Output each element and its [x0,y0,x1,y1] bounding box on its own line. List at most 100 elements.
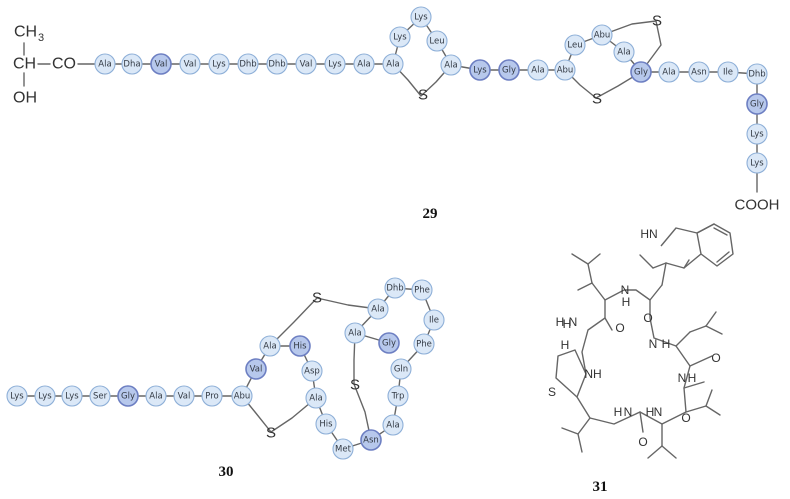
residue-29-10: Ala [353,53,375,75]
skeletal-bond [689,325,707,333]
residue-circle [382,414,404,436]
residue-29-8: Val [295,53,317,75]
residue-29-11: Ala [382,53,404,75]
skeletal-bond [705,389,713,407]
residue-circle [150,53,172,75]
residue-circle [384,277,406,299]
residue-circle [688,61,710,83]
residue-label: Ala [149,392,162,402]
residue-29-30: Lys [746,152,768,174]
residue-label: Leu [429,37,444,47]
sulfur-atom: S [350,377,360,394]
thioether-bridge [392,63,452,97]
residue-circle [245,358,267,380]
residue-label: Abu [594,31,611,41]
residue-label: Ala [309,394,322,404]
residue-29-1: Ala [94,53,116,75]
residue-30-15: His [315,413,337,435]
residue-circle [658,61,680,83]
residue-29-12: Lys [389,26,411,48]
residue-circle [266,53,288,75]
atom-label: N [624,405,633,419]
residue-circle [201,385,223,407]
residue-29-17: Gly [498,59,520,81]
residue-label: Lys [414,13,428,23]
skeletal-bond [683,381,705,389]
skeletal-bond [660,227,702,269]
skeletal-bond [685,405,707,413]
residue-29-6: Dhb [237,53,259,75]
residue-circle [289,335,311,357]
residue-circle [89,385,111,407]
skeletal-bond [675,331,691,347]
residue-label: Asp [304,367,320,377]
residue-label: Lys [393,33,407,43]
residue-label: Dhb [386,284,403,294]
atom-label: H [622,295,631,309]
residue-30-11: Ala [259,335,281,357]
residue-label: Gln [394,365,408,375]
skeletal-bond [647,445,663,459]
thioether-bridge [269,297,379,347]
residue-30-6: Ala [145,385,167,407]
residue-label: Ala [386,421,399,431]
residue-circle [173,385,195,407]
residue-label: Dha [123,60,140,70]
residue-30-18: Ala [382,414,404,436]
residue-circle [527,59,549,81]
residue-29-27: Dhb [746,63,768,85]
sulfur-atom: S [266,425,276,442]
residue-circle [231,385,253,407]
residue-circle [344,322,366,344]
residue-29-23: Gly [630,61,652,83]
residue-circle [630,61,652,83]
residue-label: Ala [386,60,399,70]
oh-group: OH [13,90,37,107]
cooh-group: COOH [735,197,780,214]
residue-circle [324,53,346,75]
residue-30-14: Ala [305,387,327,409]
atom-label: H [556,315,565,329]
residue-label: Val [250,365,263,375]
residue-circle [295,53,317,75]
residue-label: His [293,342,307,352]
residue-29-26: Ile [717,61,739,83]
residue-circle [367,298,389,320]
residue-29-4: Val [179,53,201,75]
atom-label: S [548,385,556,399]
atom-label: N [654,405,663,419]
thioether-bridge [564,69,642,99]
residue-30-26: Ala [344,322,366,344]
skeletal-bond [705,311,717,327]
residue-circle [413,333,435,355]
residue-circle [117,385,139,407]
skeletal-bond [587,263,593,284]
residue-circle [315,413,337,435]
residue-label: Gly [121,392,135,402]
residue-label: Ala [662,68,675,78]
residue-label: Dhb [268,60,285,70]
ch3-group: CH [14,24,37,41]
residue-30-9: Abu [231,385,253,407]
residue-30-7: Val [173,385,195,407]
skeletal-bond [639,254,654,269]
residue-circle [469,59,491,81]
skeletal-bond [649,284,663,301]
atom-label: H [614,405,623,419]
residue-circle [746,123,768,145]
residue-30-17: Asn [360,429,382,451]
residue-circle [360,429,382,451]
residue-label: Ala [348,329,361,339]
residue-30-10: Val [245,358,267,380]
skeletal-bond [639,411,644,433]
residue-label: Lys [212,60,226,70]
compound-31-label: 31 [593,479,608,495]
skeletal-bond [661,262,667,286]
residue-circle [389,26,411,48]
residue-29-29: Lys [746,123,768,145]
residue-label: Val [184,60,197,70]
residue-29-9: Lys [324,53,346,75]
residue-label: Val [300,60,313,70]
residue-circle [564,34,586,56]
